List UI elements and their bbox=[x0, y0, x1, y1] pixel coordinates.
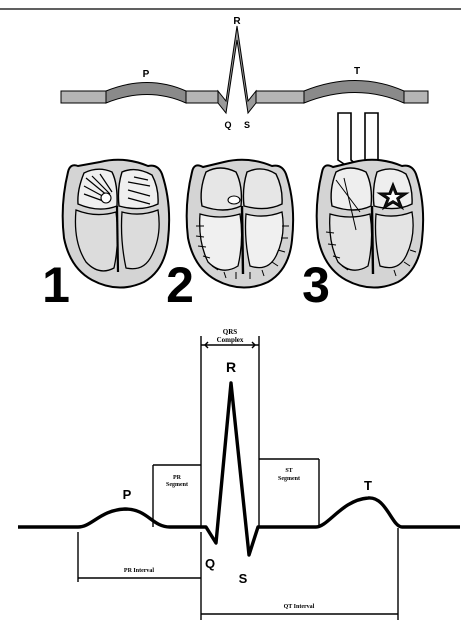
heart-number-2: 2 bbox=[166, 257, 194, 313]
strip-p-wave bbox=[106, 83, 186, 104]
pr-interval-marker bbox=[78, 532, 201, 582]
ecg-label-r: R bbox=[226, 359, 236, 375]
ecg-label-p: P bbox=[123, 487, 132, 502]
ecg-waveform-labeled: QRS Complex PR Segment ST Segment PR Int… bbox=[18, 328, 460, 620]
strip-band-st bbox=[256, 91, 304, 103]
strip-label-q: Q bbox=[224, 120, 231, 130]
strip-label-p: P bbox=[143, 69, 150, 80]
heart-number-1: 1 bbox=[42, 257, 70, 313]
st-segment-label-line1: ST bbox=[285, 468, 292, 474]
ecg-label-s: S bbox=[239, 571, 248, 586]
ecg-label-t: T bbox=[364, 478, 372, 493]
st-segment-label-line2: Segment bbox=[278, 476, 300, 482]
qrs-label-line2: Complex bbox=[217, 336, 244, 344]
strip-band-left bbox=[61, 91, 106, 103]
heart-number-3: 3 bbox=[302, 257, 330, 313]
heart-diagram-2: 2 bbox=[166, 160, 293, 313]
pr-interval-label: PR Interval bbox=[124, 568, 154, 574]
strip-label-t: T bbox=[354, 66, 360, 77]
strip-band-pq bbox=[186, 91, 218, 103]
ecg-trace bbox=[18, 383, 460, 555]
heart-diagram-1: 1 bbox=[42, 160, 169, 313]
ecg-label-q: Q bbox=[205, 556, 215, 571]
heart-diagram-3: 3 bbox=[302, 113, 423, 313]
strip-band-right bbox=[404, 91, 428, 103]
strip-label-r: R bbox=[233, 16, 241, 27]
qrs-label-line1: QRS bbox=[223, 328, 238, 336]
pr-segment-label-line2: Segment bbox=[166, 482, 188, 488]
strip-qrs-spike bbox=[218, 26, 256, 113]
pr-segment-label-line1: PR bbox=[173, 475, 182, 481]
strip-t-wave bbox=[304, 81, 404, 104]
qt-interval-label: QT Interval bbox=[284, 604, 315, 610]
strip-label-s: S bbox=[244, 120, 250, 130]
